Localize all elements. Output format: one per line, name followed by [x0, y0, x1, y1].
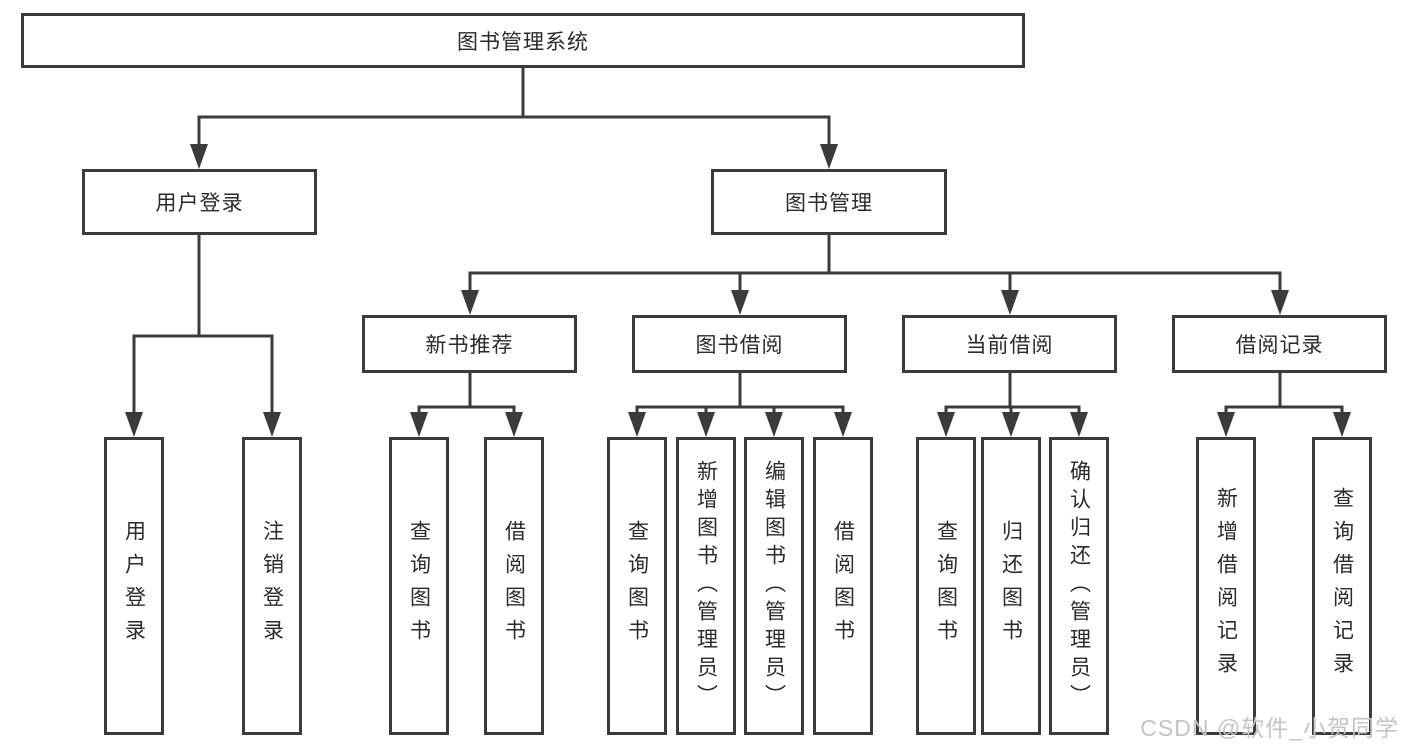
arrowhead: [820, 144, 838, 169]
leaf-return-books: 归还图书: [981, 437, 1041, 735]
arrowhead: [765, 412, 783, 437]
arrowhead: [125, 412, 143, 437]
leaf-query-books-borrowing: 查询图书: [607, 437, 667, 735]
node-label: 新增图书（管理员）: [694, 460, 718, 712]
leaf-query-books-recommendation: 查询图书: [389, 437, 449, 735]
node-label: 查询图书: [934, 520, 958, 652]
node-label: 查询借阅记录: [1330, 487, 1354, 685]
leaf-confirm-return-admin: 确认归还（管理员）: [1049, 437, 1109, 735]
arrowhead: [731, 290, 749, 315]
arrowhead: [697, 412, 715, 437]
node-label: 借阅记录: [1235, 334, 1324, 357]
node-label: 查询图书: [407, 520, 431, 652]
node-label: 确认归还（管理员）: [1067, 460, 1091, 712]
node-label: 图书借阅: [695, 334, 784, 357]
node-user-login: 用户登录: [82, 169, 317, 235]
node-label: 用户登录: [122, 520, 146, 652]
connector-root-to-level2: [197, 66, 831, 152]
node-label: 图书管理系统: [457, 30, 589, 54]
leaf-add-borrow-record: 新增借阅记录: [1196, 437, 1256, 735]
leaf-query-borrow-record: 查询借阅记录: [1312, 437, 1372, 735]
arrowhead: [461, 290, 479, 315]
arrowhead: [263, 412, 281, 437]
node-label: 新书推荐: [425, 334, 514, 357]
node-new-book-recommendation: 新书推荐: [362, 315, 577, 373]
arrowhead: [628, 412, 646, 437]
node-borrowing-records: 借阅记录: [1172, 315, 1387, 373]
node-label: 当前借阅: [965, 334, 1054, 357]
arrowhead: [1002, 412, 1020, 437]
leaf-user-login: 用户登录: [104, 437, 164, 735]
connector-user-login-children: [132, 233, 274, 420]
leaf-add-book-admin: 新增图书（管理员）: [676, 437, 736, 735]
connector-book-management-children: [468, 233, 1282, 298]
leaf-edit-book-admin: 编辑图书（管理员）: [744, 437, 804, 735]
node-label: 编辑图书（管理员）: [762, 460, 786, 712]
node-label: 图书管理: [785, 192, 873, 215]
node-book-borrowing: 图书借阅: [632, 315, 847, 373]
node-book-management: 图书管理: [711, 169, 947, 235]
arrowhead: [1070, 412, 1088, 437]
node-label: 归还图书: [999, 520, 1023, 652]
node-label: 注销登录: [260, 520, 284, 652]
node-label: 借阅图书: [831, 520, 855, 652]
arrowhead: [937, 412, 955, 437]
arrowhead: [834, 412, 852, 437]
connector-book-borrowing-children: [635, 371, 845, 420]
node-label: 用户登录: [155, 192, 244, 215]
arrowhead: [1333, 412, 1351, 437]
node-current-borrowing: 当前借阅: [902, 315, 1117, 373]
node-label: 查询图书: [625, 520, 649, 652]
leaf-logout: 注销登录: [242, 437, 302, 735]
arrowhead: [1271, 290, 1289, 315]
node-label: 借阅图书: [502, 520, 526, 652]
leaf-borrow-books-borrowing: 借阅图书: [813, 437, 873, 735]
node-label: 新增借阅记录: [1214, 487, 1238, 685]
leaf-query-books-current: 查询图书: [916, 437, 976, 735]
arrowhead: [190, 144, 208, 169]
connector-new-book-recommendation-children: [417, 371, 516, 420]
arrowhead: [1217, 412, 1235, 437]
connector-current-borrowing-children: [944, 371, 1081, 420]
node-library-management-system: 图书管理系统: [21, 13, 1025, 68]
arrowhead: [505, 412, 523, 437]
leaf-borrow-books-recommendation: 借阅图书: [484, 437, 544, 735]
arrowhead: [1001, 290, 1019, 315]
arrowhead: [410, 412, 428, 437]
connector-borrowing-records-children: [1224, 371, 1344, 420]
watermark-text: CSDN @软件_小贺同学: [1140, 715, 1399, 741]
